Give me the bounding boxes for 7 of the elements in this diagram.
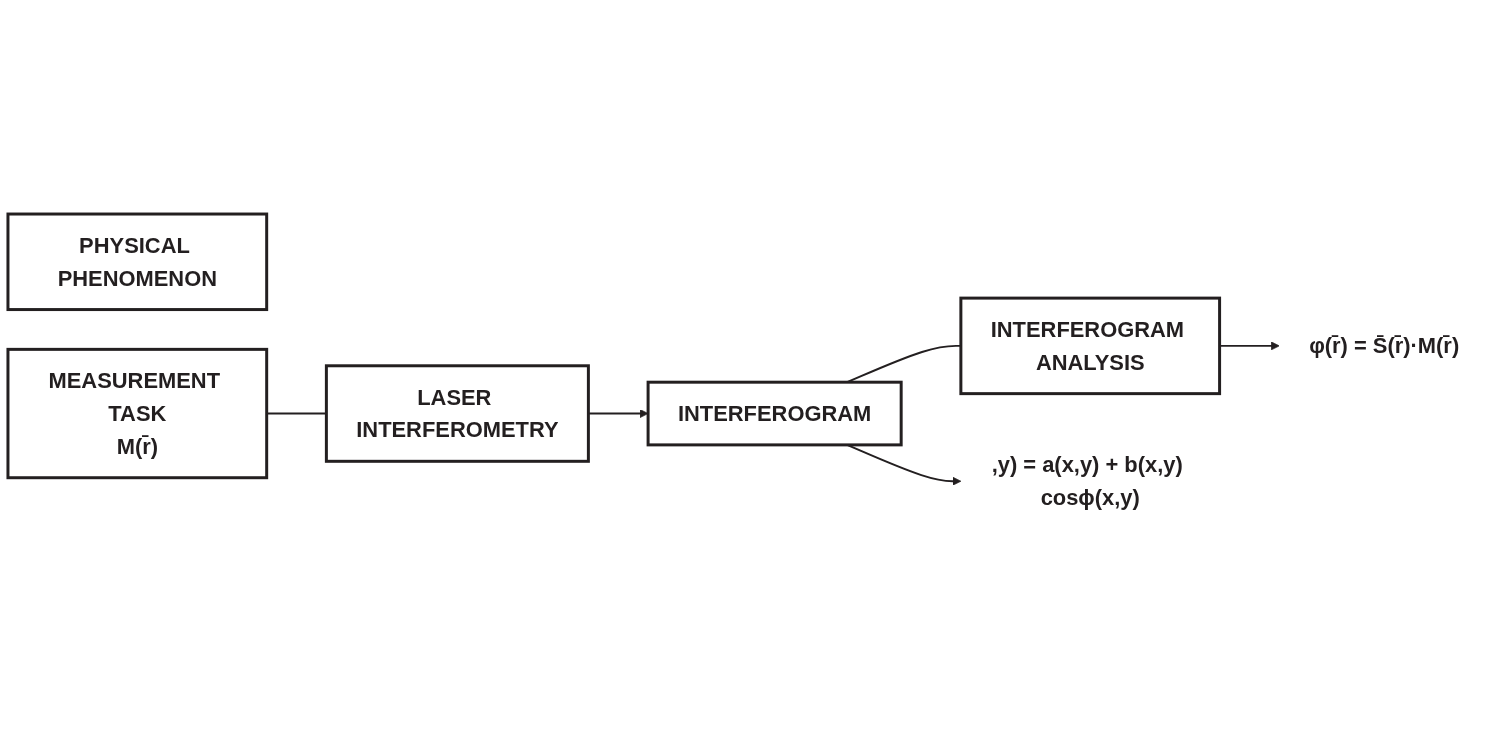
node-box: LASER INTERFEROMETRY xyxy=(324,364,590,463)
node-text: φ(r̄) = S̄(r̄)·M(r̄) xyxy=(1309,333,1460,359)
node-text: ,y) = a(x,y) + b(x,y) cosϕ(x,y) xyxy=(991,452,1183,511)
node-box: PHYSICAL PHENOMENON xyxy=(6,212,269,312)
node-box: INTERFEROGRAM xyxy=(646,380,903,447)
node-box: INTERFEROGRAM ANALYSIS xyxy=(959,296,1222,396)
node-box: MEASUREMENT TASK M(r̄) xyxy=(6,347,269,480)
